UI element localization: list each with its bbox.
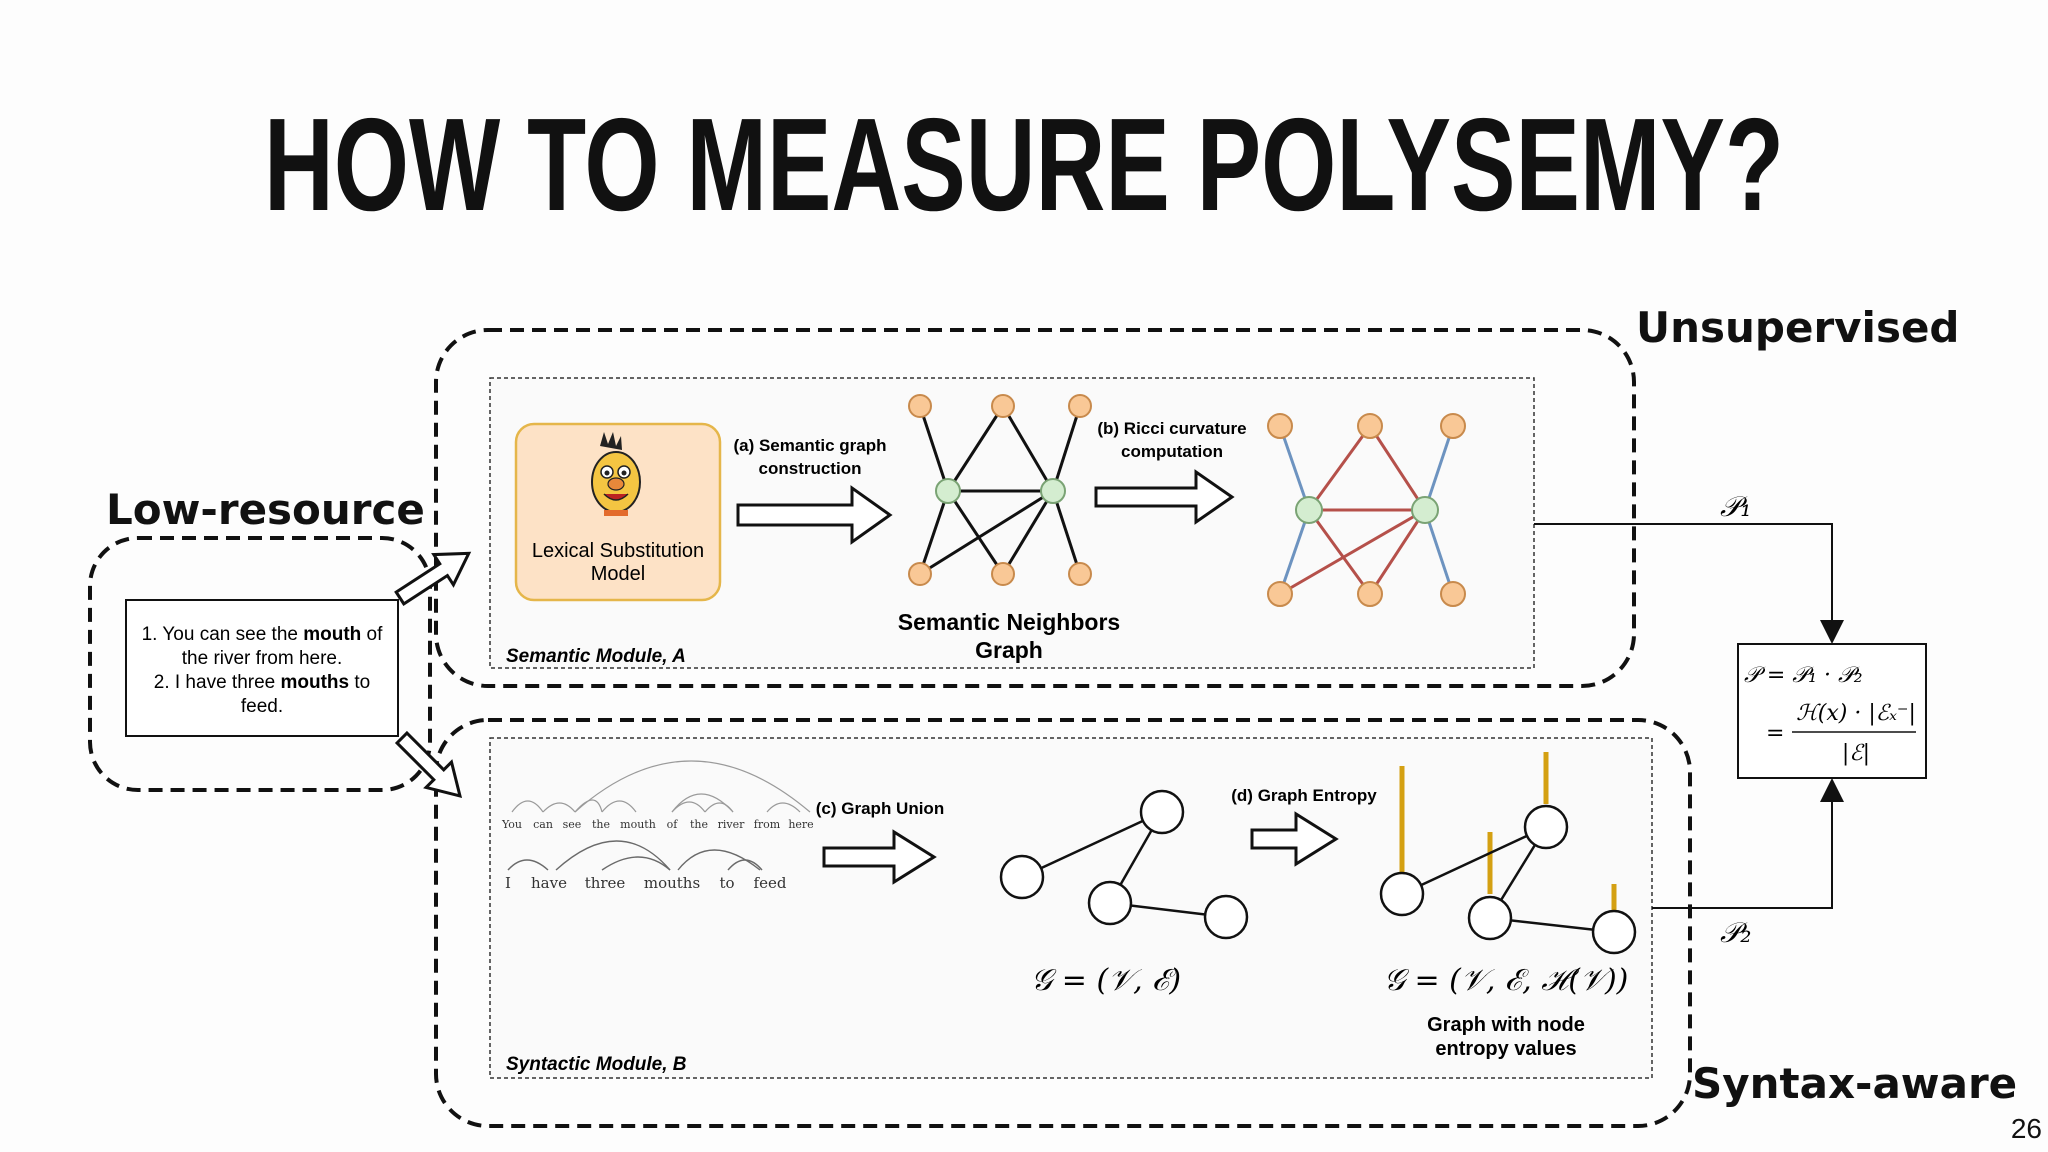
p2-label: 𝒫₂ [1720, 916, 1751, 949]
low-resource-label: Low-resource [106, 485, 425, 534]
p1-label: 𝒫₁ [1720, 490, 1751, 523]
svg-text:here: here [788, 818, 813, 831]
entropy-graph-formula: 𝒢 = (𝒱, ℰ, ℋ(𝒱)) [1384, 963, 1629, 998]
svg-text:see: see [563, 818, 582, 831]
input-line-2: the river from here. [182, 648, 343, 669]
svg-text:mouth: mouth [620, 818, 656, 831]
syntactic-module-label: Syntactic Module, B [506, 1054, 687, 1075]
step-a-arrow [736, 485, 893, 545]
input-sentence-box [125, 599, 399, 737]
dependency-arcs-sentence2 [507, 840, 763, 871]
svg-text:feed: feed [754, 874, 787, 892]
model-label-line2: Model [591, 563, 645, 585]
p2-connector [1652, 778, 1844, 909]
entropy-caption-line2: entropy values [1435, 1038, 1576, 1060]
svg-text:I: I [505, 874, 511, 892]
step-b-label-line2: computation [1121, 442, 1223, 461]
svg-text:can: can [533, 818, 553, 831]
arrow-to-semantic [394, 551, 472, 606]
dependency-words-sentence2: I have three mouths to feed [505, 874, 787, 892]
step-a-label-line1: (a) Semantic graph [733, 436, 886, 455]
unsupervised-label: Unsupervised [1636, 303, 1960, 352]
step-b-arrow [1094, 469, 1235, 525]
model-label-line1: Lexical Substitution [532, 540, 704, 562]
result-formula-numerator: ℋ(x) · |ℰₓ⁻| [1796, 701, 1916, 726]
svg-text:river: river [718, 818, 746, 831]
entropy-caption-line1: Graph with node [1427, 1014, 1585, 1036]
dependency-arcs-sentence1 [511, 760, 811, 813]
graph-caption-line2: Graph [975, 637, 1043, 663]
graph-formula: 𝒢 = (𝒱, ℰ) [1031, 963, 1181, 998]
arrow-to-syntactic [394, 730, 463, 799]
svg-text:of: of [667, 818, 679, 831]
svg-text:from: from [754, 818, 781, 831]
page-number: 26 [2011, 1113, 2042, 1144]
graph-caption-line1: Semantic Neighbors [898, 609, 1120, 635]
syntactic-module-box [489, 737, 1653, 1079]
input-line-1: 1. You can see the mouth of [142, 624, 384, 645]
unsupervised-region [434, 328, 1636, 688]
step-a-label-line2: construction [759, 459, 862, 478]
svg-text:You: You [501, 818, 522, 831]
svg-text:have: have [531, 874, 567, 892]
semantic-neighbors-graph [918, 405, 1082, 576]
input-line-4: feed. [241, 696, 283, 717]
step-c-arrow [822, 829, 937, 885]
entropy-graph [1379, 804, 1637, 955]
slide-title: HOW TO MEASURE POLYSEMY? [264, 91, 1784, 238]
step-c-label: (c) Graph Union [816, 799, 944, 818]
ricci-curvature-graph [1278, 425, 1455, 596]
input-line-3: 2. I have three mouths to [154, 672, 370, 693]
semantic-module-label: Semantic Module, A [506, 646, 686, 667]
result-formula-eq: = [1766, 721, 1784, 746]
step-d-arrow [1250, 811, 1339, 867]
svg-text:mouths: mouths [644, 874, 700, 892]
result-formula-box [1737, 643, 1927, 779]
syntax-aware-label: Syntax-aware [1692, 1059, 2017, 1108]
step-b-label-line1: (b) Ricci curvature [1097, 419, 1246, 438]
result-formula-line1: 𝒫 = 𝒫₁ · 𝒫₂ [1744, 663, 1863, 688]
ricci-graph-nodes [1267, 413, 1466, 607]
semantic-graph-nodes [908, 394, 1092, 586]
svg-text:the: the [592, 818, 610, 831]
low-resource-region [88, 536, 432, 792]
result-formula-denominator: |ℰ| [1842, 741, 1870, 766]
svg-text:three: three [585, 874, 626, 892]
step-d-label: (d) Graph Entropy [1231, 786, 1377, 805]
syntax-aware-region [434, 718, 1692, 1128]
union-graph [999, 789, 1249, 940]
dependency-words-sentence1: You can see the mouth of the river from … [501, 818, 814, 831]
p1-connector [1534, 523, 1844, 644]
svg-text:to: to [719, 874, 734, 892]
bert-mascot-icon [591, 432, 641, 516]
svg-text:the: the [690, 818, 708, 831]
